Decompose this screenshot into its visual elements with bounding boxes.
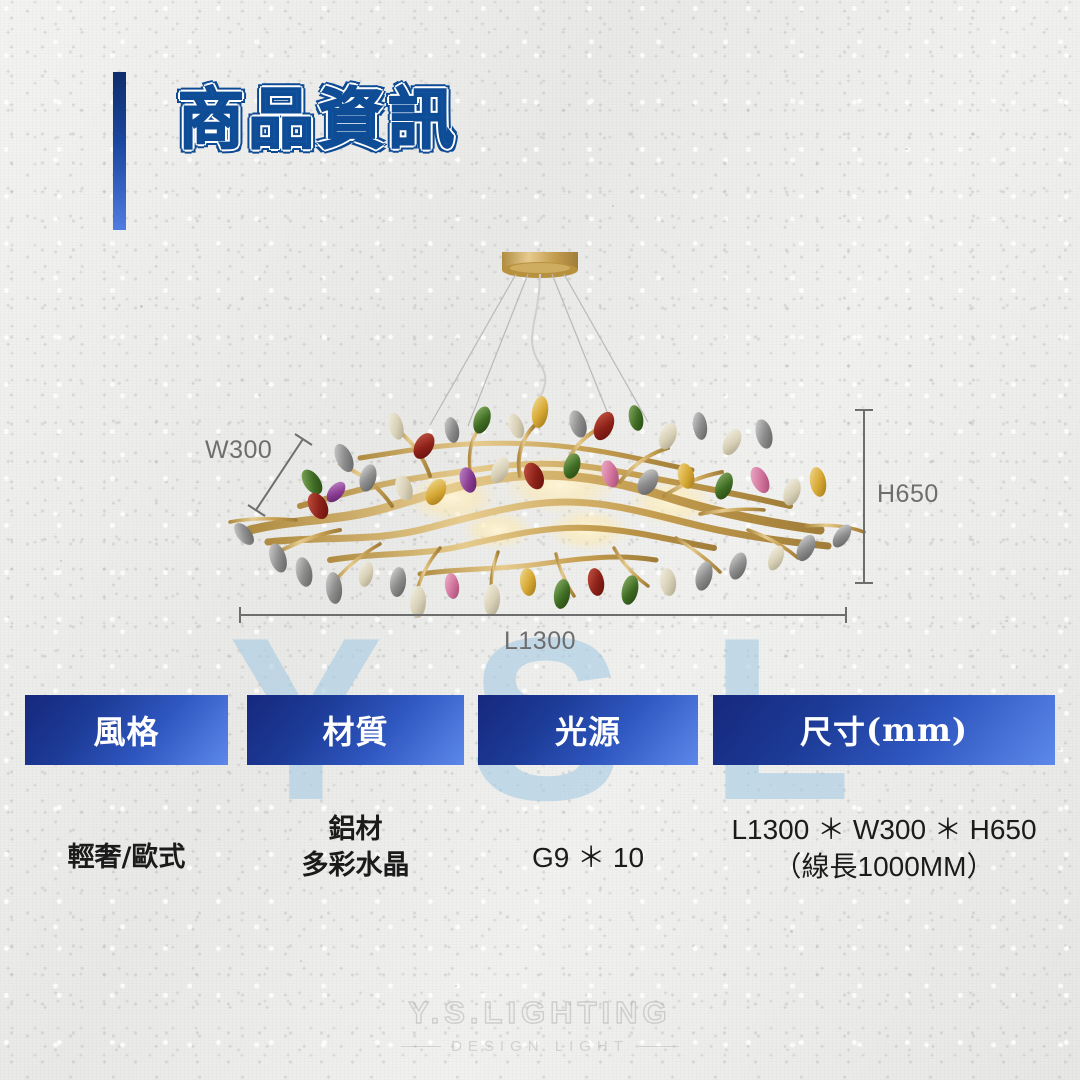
crystal-leaves [234, 396, 852, 618]
spec-value-material: 鋁材 多彩水晶 [247, 812, 464, 904]
paper-speck [455, 985, 457, 987]
dimension-label-height: H650 [877, 480, 939, 508]
paper-speck [140, 305, 143, 308]
dimension-label-length: L1300 [503, 627, 577, 655]
tagline-rule-left [401, 1046, 442, 1047]
footer-logo: Y.S.LIGHTING DESIGN LIGHT [0, 994, 1080, 1055]
brand-tagline-row: DESIGN LIGHT [0, 1038, 1080, 1055]
canopy [502, 252, 578, 278]
spec-header-label: 材質 [322, 713, 389, 751]
spec-value-line: 多彩水晶 [301, 849, 410, 881]
spec-header-light-source: 光源 [478, 695, 698, 765]
spec-value-line: 鋁材 [328, 814, 383, 845]
brand-name: Y.S.LIGHTING [408, 994, 672, 1030]
title-horizontal-accent-bar [23, 169, 530, 178]
title-vertical-accent-bar [113, 72, 126, 230]
tagline-rule-right [638, 1046, 679, 1047]
spec-header-style: 風格 [25, 695, 228, 765]
spec-value-style: 輕奢/歐式 [25, 815, 228, 901]
spec-header-label: 風格 [93, 713, 160, 751]
spec-header-size: 尺寸(mm) [713, 695, 1055, 765]
suspension-cables [429, 273, 649, 427]
spec-value-line: （線長1000MM） [773, 850, 995, 882]
spec-value-line: L1300 ＊ W300 ＊ H650 [731, 814, 1037, 845]
spec-header-material: 材質 [247, 695, 464, 765]
spec-header-label: 尺寸 [799, 713, 866, 751]
paper-speck [790, 930, 793, 933]
spec-value-line: 輕奢/歐式 [67, 842, 186, 874]
paper-speck [300, 960, 302, 962]
paper-speck [60, 560, 62, 562]
spec-header-label: 光源 [554, 713, 621, 751]
paper-speck [905, 148, 908, 150]
spec-header-unit: (mm) [866, 711, 968, 749]
paper-speck [1005, 620, 1008, 622]
spec-value-light-source: G9 ＊ 10 [478, 815, 698, 901]
gold-branches [228, 422, 866, 598]
spec-value-size: L1300 ＊ W300 ＊ H650 （線長1000MM） [713, 812, 1055, 904]
paper-speck [612, 205, 614, 207]
dimension-label-width: W300 [205, 436, 273, 464]
brand-tagline: DESIGN LIGHT [451, 1038, 629, 1055]
page-title: 商品資訊 [177, 80, 458, 159]
product-image-chandelier [228, 252, 866, 618]
spec-value-line: G9 ＊ 10 [531, 841, 645, 873]
